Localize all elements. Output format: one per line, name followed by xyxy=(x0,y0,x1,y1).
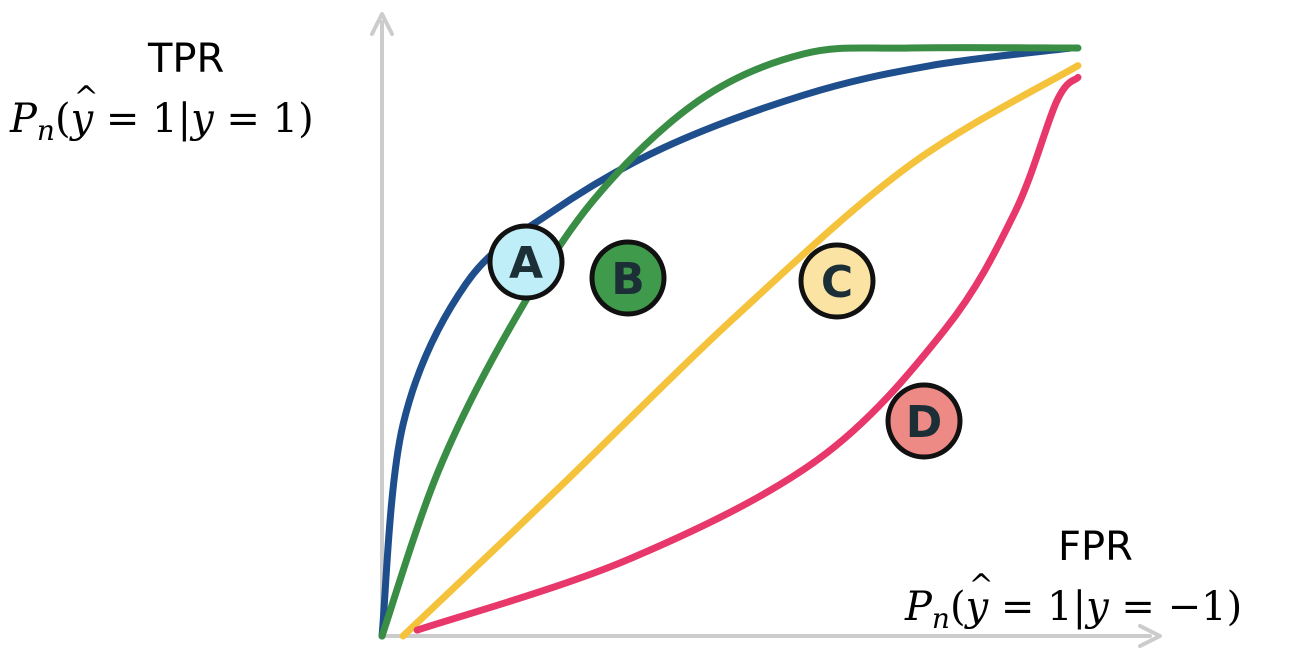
x-expr-cond: y xyxy=(1086,584,1109,630)
x-axis-label: FPR xyxy=(1058,524,1133,570)
marker-a-circle xyxy=(487,223,565,301)
x-expr-prob: P xyxy=(905,584,932,630)
y-expr-open: ( xyxy=(54,96,71,142)
y-expr-cond: y xyxy=(191,96,214,142)
curve-c xyxy=(399,62,1082,640)
y-expr-eq1: = 1| xyxy=(105,96,192,142)
x-expr-sub: n xyxy=(931,602,950,635)
marker-c: C xyxy=(798,242,876,320)
axes xyxy=(370,12,1162,648)
marker-d-label: D xyxy=(906,397,943,448)
y-axis-label: TPR xyxy=(148,36,225,82)
marker-b-label: B xyxy=(611,254,645,305)
roc-curves xyxy=(378,44,1082,640)
marker-b: B xyxy=(589,239,667,317)
y-expr-pred: y xyxy=(71,80,99,142)
marker-b-circle xyxy=(589,239,667,317)
marker-c-label: C xyxy=(821,257,853,308)
y-axis-expression: Pn(y = 1|y = 1) xyxy=(10,80,314,147)
y-expr-prob: P xyxy=(10,96,37,142)
marker-d-circle xyxy=(885,382,963,460)
x-expr-open: ( xyxy=(949,584,966,630)
y-expr-eq2: = 1) xyxy=(226,96,314,142)
marker-c-circle xyxy=(798,242,876,320)
x-axis-expression: Pn(y = 1|y = −1) xyxy=(905,568,1243,635)
curve-d xyxy=(413,73,1082,634)
x-expr-eq2: = −1) xyxy=(1121,584,1243,630)
x-expr-pred: y xyxy=(966,568,994,630)
y-expr-sub: n xyxy=(36,114,55,147)
curve-markers: A B C D xyxy=(487,223,963,460)
curve-a xyxy=(378,44,1075,640)
marker-a-label: A xyxy=(509,238,543,289)
marker-d: D xyxy=(885,382,963,460)
curve-b xyxy=(378,44,1082,640)
y-axis-arrowhead xyxy=(370,12,394,36)
marker-a: A xyxy=(487,223,565,301)
x-expr-eq1: = 1| xyxy=(1000,584,1087,630)
x-axis-arrowhead xyxy=(1138,624,1162,648)
